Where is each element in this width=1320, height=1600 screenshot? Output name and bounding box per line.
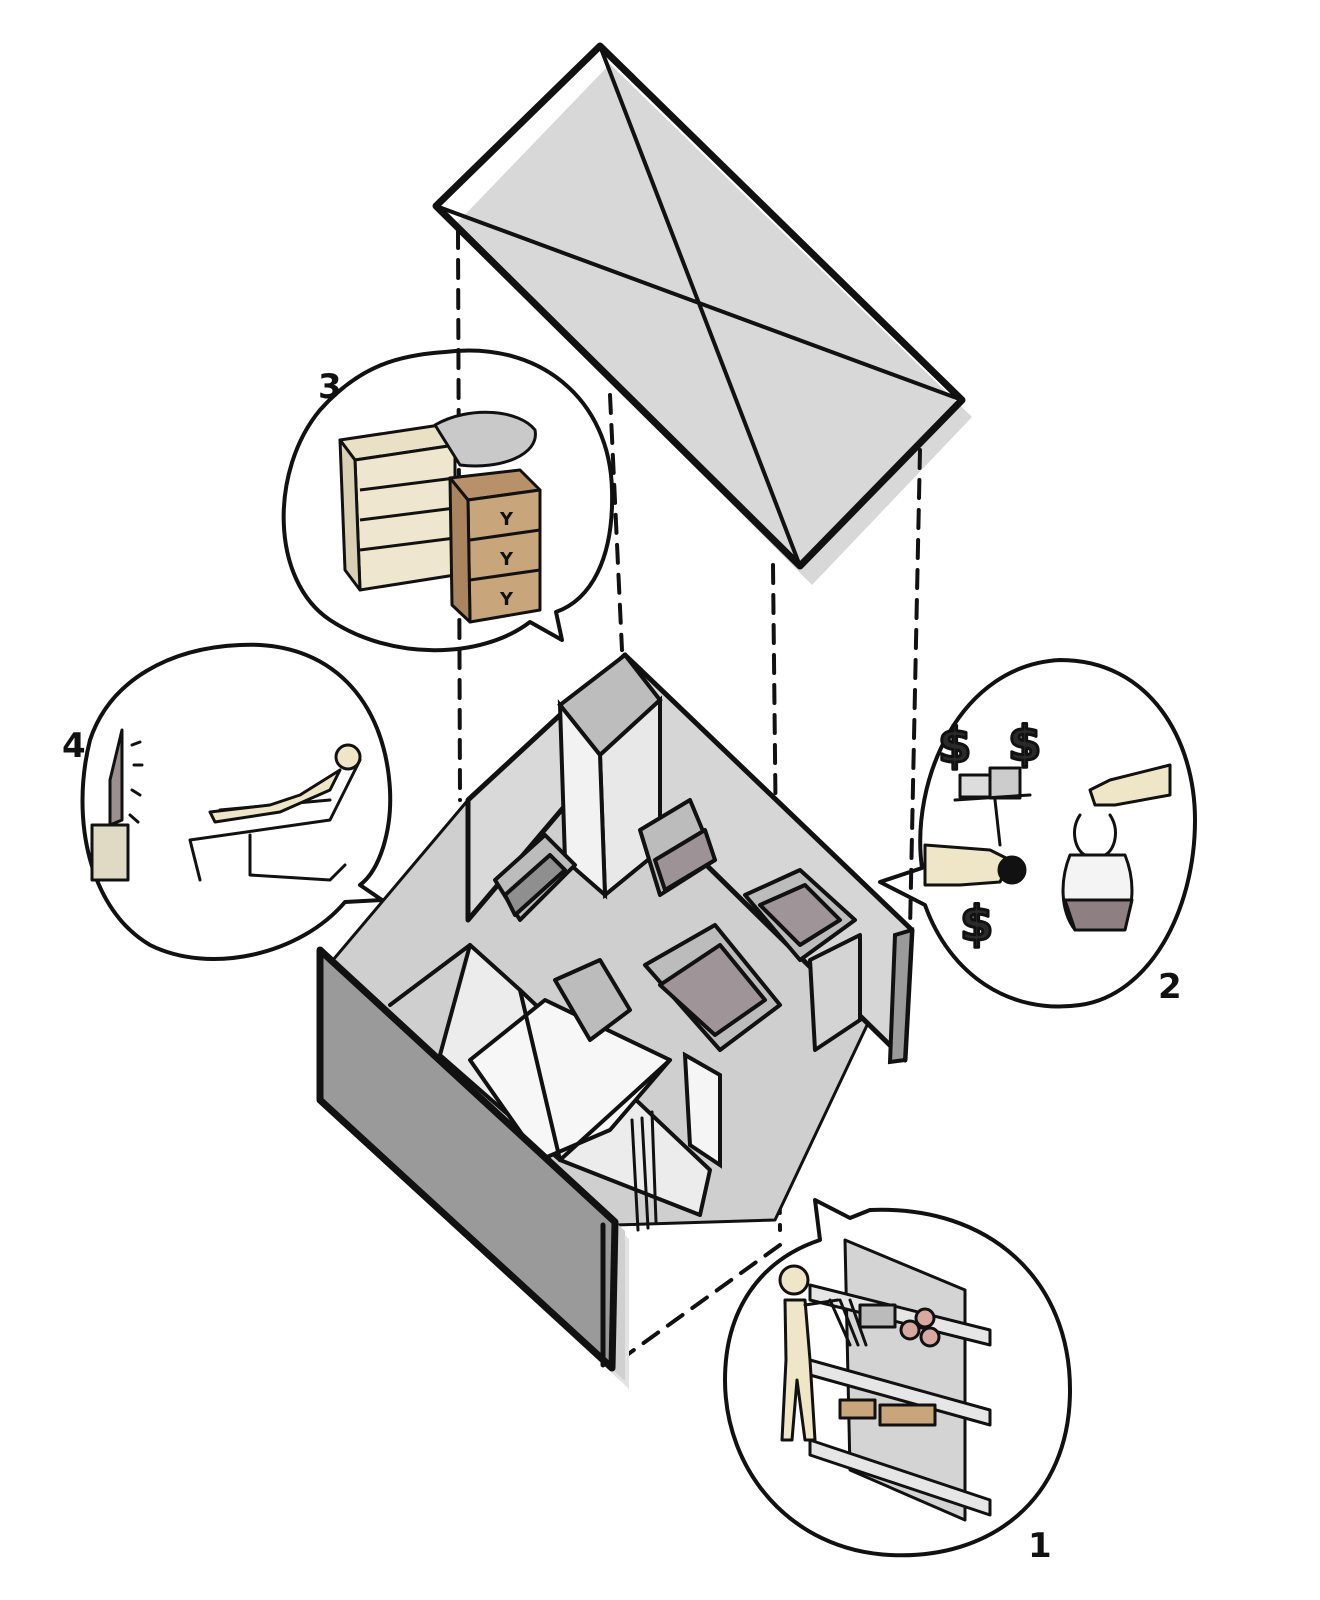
shelf-unit xyxy=(493,798,862,1052)
shopping-shelf-icon xyxy=(778,1238,992,1522)
callout-number-2: 2 xyxy=(1158,967,1182,1007)
building-floor-plan xyxy=(316,652,915,1389)
dollar-sign: $ xyxy=(960,896,993,952)
resting-icon xyxy=(90,728,362,882)
svg-text:Y: Y xyxy=(499,509,514,530)
callout-number-4: 4 xyxy=(62,726,86,766)
roof-panel xyxy=(432,42,972,585)
svg-text:Y: Y xyxy=(499,589,514,610)
callout-4-resting: 4 xyxy=(62,642,393,961)
callout-1-shopping: 1 xyxy=(723,1198,1072,1566)
storage-boxes-icon: Y Y Y xyxy=(338,410,542,624)
side-wall-right xyxy=(887,927,915,1065)
dollar-sign: $ xyxy=(1008,716,1041,772)
callout-number-3: 3 xyxy=(318,367,342,407)
front-wall-left xyxy=(316,946,619,1372)
payment-icon: $ $ $ xyxy=(923,715,1172,954)
dollar-sign: $ xyxy=(938,718,971,774)
callout-3-storage: 3 Y Y Y xyxy=(281,348,615,653)
callout-number-1: 1 xyxy=(1028,1526,1052,1566)
curtain xyxy=(630,1110,658,1232)
callout-2-payment: 2 $ $ $ xyxy=(878,658,1197,1009)
svg-text:Y: Y xyxy=(499,549,514,570)
